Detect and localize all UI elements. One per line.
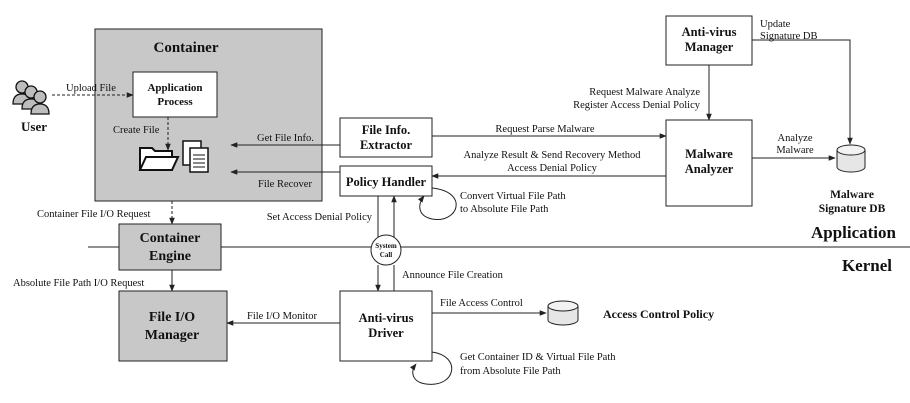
antivirus-driver-box — [339, 290, 433, 362]
policy-handler-label: Policy Handler — [346, 175, 427, 189]
set-access-denial-label: Set Access Denial Policy — [267, 212, 373, 223]
container-engine-box — [118, 223, 222, 271]
convert-path-loop — [417, 187, 457, 220]
malware-db-icon — [836, 144, 866, 173]
user-label: User — [21, 119, 47, 134]
access-policy-label: Access Control Policy — [603, 307, 714, 321]
application-process-box — [132, 71, 218, 118]
upload-file-label: Upload File — [66, 83, 116, 94]
file-info-extractor-box — [339, 117, 433, 158]
folder-icon — [138, 147, 180, 171]
announce-creation-label: Announce File Creation — [402, 270, 504, 281]
request-parse-label: Request Parse Malware — [495, 124, 594, 135]
system-call-circle — [370, 234, 402, 266]
absolute-io-request-label: Absolute File Path I/O Request — [13, 278, 144, 289]
create-file-label: Create File — [113, 125, 160, 136]
file-info-extractor-label: File Info.Extractor — [360, 123, 413, 152]
file-io-monitor-label: File I/O Monitor — [247, 311, 318, 322]
antivirus-manager-box — [665, 15, 753, 66]
application-layer-label: Application — [811, 223, 897, 242]
get-container-id-loop — [409, 351, 452, 385]
get-file-info-label: Get File Info. — [257, 133, 314, 144]
file-recover-label: File Recover — [258, 179, 312, 190]
file-io-manager-box — [118, 290, 228, 362]
update-db-arrow — [752, 39, 853, 145]
malware-analyzer-box — [665, 119, 753, 207]
access-policy-db-icon — [547, 300, 579, 326]
file-access-control-label: File Access Control — [440, 298, 523, 309]
user-icon — [12, 80, 50, 115]
policy-handler-box — [339, 165, 433, 197]
container-title: Container — [154, 40, 219, 56]
kernel-layer-label: Kernel — [842, 256, 892, 275]
document-icon — [182, 140, 209, 173]
container-io-request-label: Container File I/O Request — [37, 209, 151, 220]
